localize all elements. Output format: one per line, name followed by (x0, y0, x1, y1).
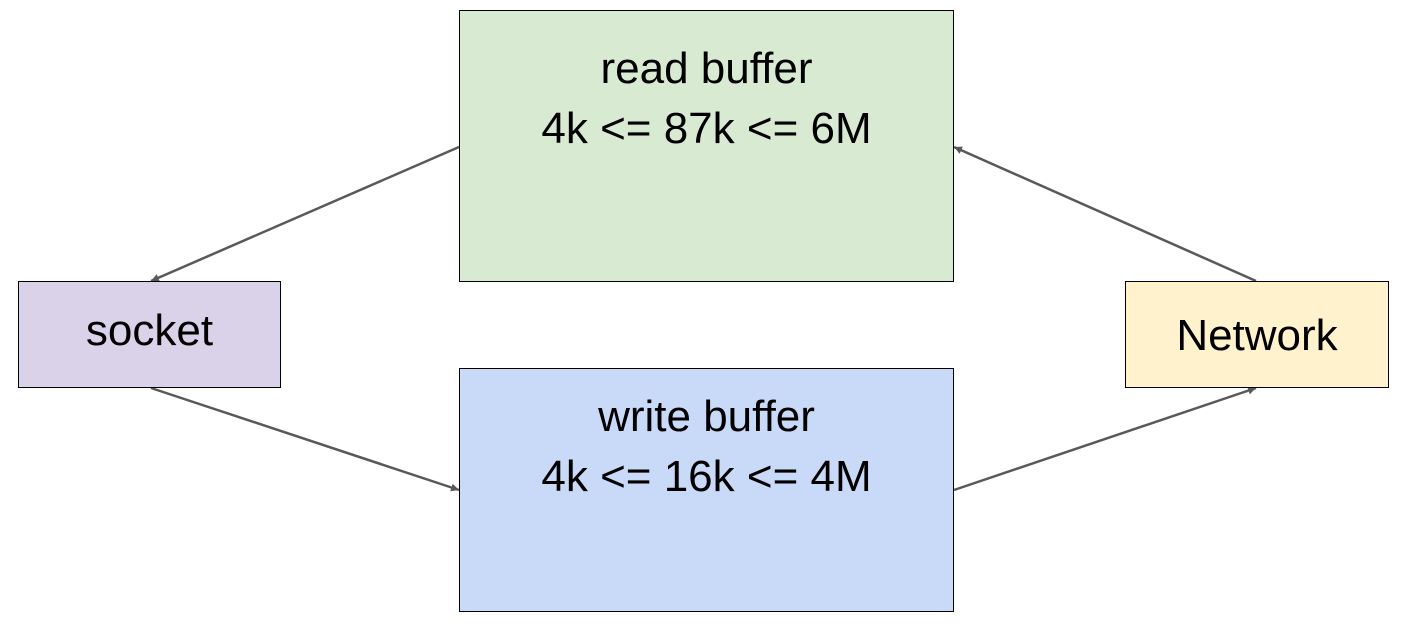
read-buffer-range: 4k <= 87k <= 6M (541, 104, 872, 153)
network-label: Network (1176, 310, 1338, 360)
arrow-read-buffer-to-socket (150, 145, 460, 283)
read-buffer-box: read buffer 4k <= 87k <= 6M (459, 10, 954, 282)
network-box: Network (1125, 281, 1389, 388)
write-buffer-range: 4k <= 16k <= 4M (541, 452, 872, 501)
read-buffer-title: read buffer (600, 44, 813, 93)
write-buffer-box: write buffer 4k <= 16k <= 4M (459, 368, 954, 612)
socket-label: socket (85, 305, 214, 355)
socket-box: socket (18, 281, 281, 388)
arrow-network-to-read-buffer (953, 145, 1257, 283)
write-buffer-title: write buffer (598, 392, 815, 441)
arrow-write-buffer-to-network (953, 386, 1257, 492)
arrow-socket-to-write-buffer (150, 386, 460, 492)
